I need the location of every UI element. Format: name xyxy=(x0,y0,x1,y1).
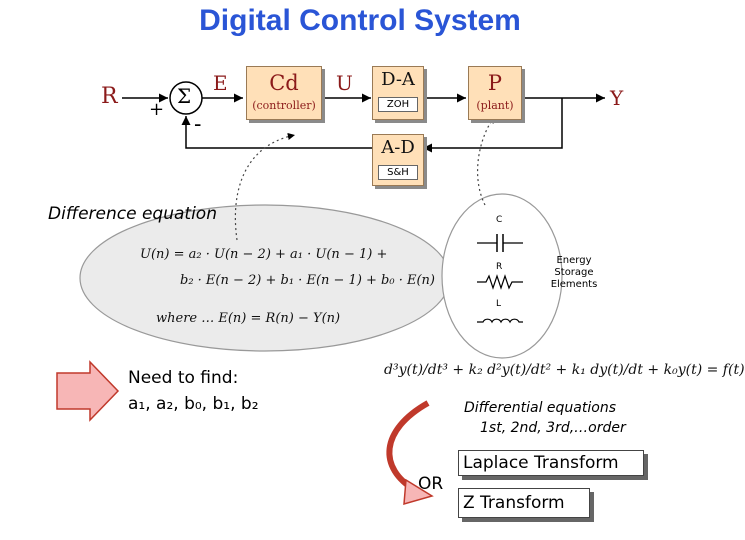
inductor-label: L xyxy=(496,299,502,309)
plant-name: P xyxy=(487,71,503,95)
need-to-find-line2: a₁, a₂, b₀, b₁, b₂ xyxy=(128,394,259,414)
ad-name: A-D xyxy=(381,137,415,158)
y-label: Y xyxy=(610,86,624,110)
plant-dotted-connector xyxy=(477,115,496,206)
z-transform-box: Z Transform xyxy=(458,488,590,518)
or-label: OR xyxy=(418,474,444,494)
inductor-symbol xyxy=(477,318,523,324)
da-name: D-A xyxy=(381,69,415,90)
energy-storage-label: Energy Storage Elements xyxy=(550,255,598,290)
controller-sub: (controller) xyxy=(252,99,316,112)
da-block: D-A ZOH xyxy=(372,66,424,120)
laplace-transform-box: Laplace Transform xyxy=(458,450,644,476)
u-label: U xyxy=(336,71,353,95)
feedback-line-2 xyxy=(181,116,372,149)
ad-block: A-D S&H xyxy=(372,134,424,186)
need-to-find-line1: Need to find: xyxy=(128,368,239,388)
plant-sub: (plant) xyxy=(476,99,514,112)
capacitor-label: C xyxy=(496,215,503,225)
difference-equation-heading: Difference equation xyxy=(48,204,217,224)
differential-caption-line1: Differential equations xyxy=(464,400,616,416)
circuit-ellipse xyxy=(441,193,563,359)
sh-label: S&H xyxy=(378,165,418,180)
difference-equation-line2: b₂ · E(n − 2) + b₁ · E(n − 1) + b₀ · E(n… xyxy=(180,273,435,288)
controller-name: Cd xyxy=(269,71,299,95)
plant-block: P (plant) xyxy=(468,66,522,120)
resistor-symbol xyxy=(477,274,523,290)
difference-equation-where: where … E(n) = R(n) − Y(n) xyxy=(156,311,341,326)
differential-equation: d³y(t)/dt³ + k₂ d²y(t)/dt² + k₁ dy(t)/dt… xyxy=(384,362,745,378)
e-label: E xyxy=(213,71,228,95)
or-curved-arrow xyxy=(386,400,430,493)
page-title: Digital Control System xyxy=(199,4,521,37)
diagram-canvas xyxy=(56,81,605,506)
r-label: R xyxy=(101,84,118,109)
zoh-label: ZOH xyxy=(378,97,418,112)
differential-caption-line2: 1st, 2nd, 3rd,…order xyxy=(480,420,626,436)
or-curved-arrow-head xyxy=(403,478,434,506)
controller-block: Cd (controller) xyxy=(246,66,322,120)
plus-sign: + xyxy=(149,99,165,120)
resistor-label: R xyxy=(496,262,503,272)
feedback-line-1 xyxy=(423,98,563,153)
difference-equation-line1: U(n) = a₂ · U(n − 2) + a₁ · U(n − 1) + xyxy=(140,247,388,262)
minus-sign: - xyxy=(194,112,202,137)
need-to-find-arrow xyxy=(56,360,120,422)
sigma-symbol: Σ xyxy=(177,84,192,108)
